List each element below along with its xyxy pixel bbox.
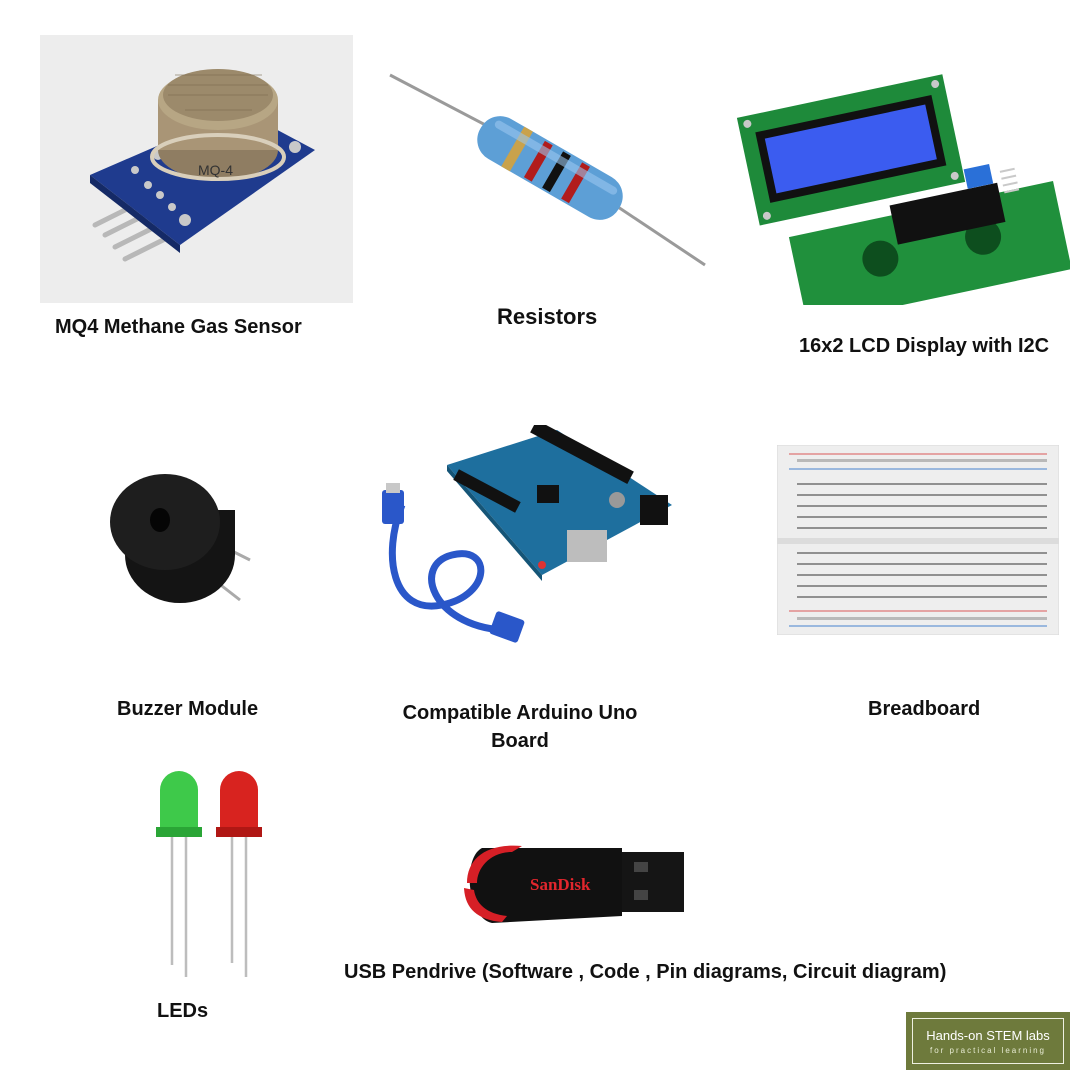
logo-subtitle: for practical learning — [929, 1046, 1047, 1055]
brand-logo: Hands-on STEM labs for practical learnin… — [906, 1012, 1070, 1070]
sandisk-brand: SanDisk — [530, 875, 591, 894]
arduino-uno-image — [372, 425, 677, 650]
resistor-image — [385, 60, 715, 275]
logo-title: Hands-on STEM labs — [926, 1028, 1050, 1043]
item-label-resistors: Resistors — [497, 304, 598, 329]
buzzer-image — [100, 460, 260, 610]
item-label-mq4: MQ4 Methane Gas Sensor — [55, 316, 302, 338]
item-label-arduino-line2: Board — [491, 730, 549, 752]
usb-pendrive-image: SanDisk — [462, 838, 687, 928]
logo-frame: Hands-on STEM labs for practical learnin… — [912, 1018, 1064, 1064]
item-label-arduino-line1: Compatible Arduino Uno — [402, 702, 638, 724]
item-label-leds: LEDs — [157, 1000, 209, 1022]
leds-image — [150, 765, 275, 985]
item-label-usb: USB Pendrive (Software , Code , Pin diag… — [344, 961, 947, 983]
mq4-sensor-image: MQ-4 — [40, 35, 353, 303]
item-label-arduino: Compatible Arduino Uno Board — [380, 699, 660, 755]
item-label-lcd: 16x2 LCD Display with I2C — [799, 335, 1050, 357]
breadboard-image — [777, 445, 1059, 635]
item-label-buzzer: Buzzer Module — [117, 698, 259, 720]
item-label-breadboard: Breadboard — [868, 698, 981, 720]
mq4-marking: MQ-4 — [198, 162, 233, 178]
lcd-display-image — [730, 35, 1070, 305]
